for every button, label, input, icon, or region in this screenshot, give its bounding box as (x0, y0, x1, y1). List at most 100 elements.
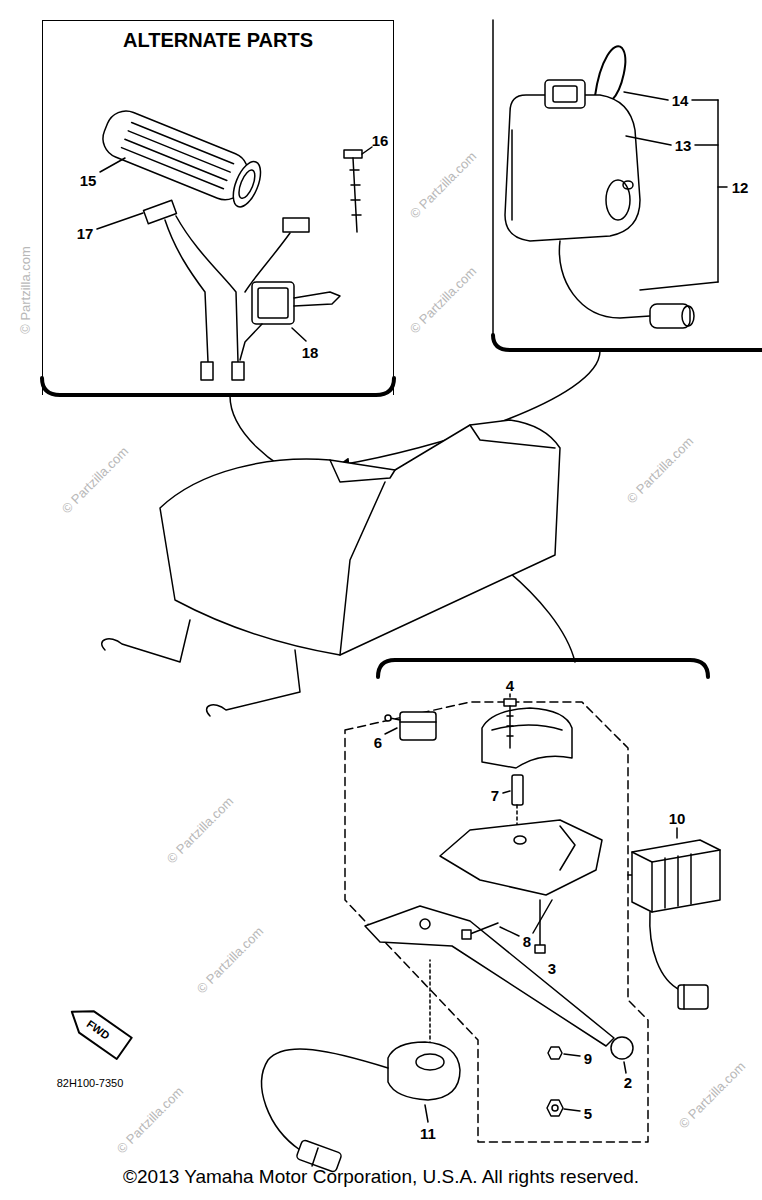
leader-line (100, 158, 125, 172)
bolt (344, 150, 362, 232)
callout-number: 3 (548, 961, 556, 976)
grip-switch (623, 181, 633, 189)
box-heading: ALTERNATE PARTS (43, 21, 393, 52)
leader-line (624, 92, 668, 100)
watermark: © Partzilla.com (624, 434, 695, 505)
electrical-unit (690, 854, 692, 904)
throttle-lever (611, 1037, 633, 1059)
electrical-unit (683, 985, 685, 1009)
leader-line (509, 694, 511, 697)
screw (504, 699, 516, 748)
callout-number: 18 (302, 345, 319, 360)
bolt (462, 930, 471, 939)
throttle-sensor (388, 1042, 460, 1100)
callout-number: 12 (732, 180, 749, 195)
electrical-unit (677, 856, 679, 906)
heated-grip (97, 105, 266, 211)
grip-switch (606, 180, 630, 220)
kill-switch (385, 712, 436, 740)
screw (507, 725, 513, 727)
throttle-lever (365, 906, 614, 1046)
group-outline (345, 702, 648, 1142)
leader-line (624, 1062, 626, 1073)
grip-switch (505, 95, 640, 241)
nut (547, 1100, 563, 1116)
snowmobile (340, 482, 385, 655)
leader-line (385, 728, 397, 734)
snowmobile (470, 425, 555, 448)
lever-cover (492, 725, 562, 730)
callout-number: 14 (672, 93, 689, 108)
leader-line (676, 828, 678, 838)
leader-line (97, 213, 143, 229)
heated-grip (228, 158, 266, 211)
alternate-parts-box: ALTERNATE PARTS (42, 20, 394, 395)
grip-switch (682, 306, 694, 326)
nut (552, 1105, 558, 1111)
switch (240, 282, 340, 360)
group-bracket (493, 20, 762, 350)
lever-holder (514, 836, 526, 844)
electrical-unit (632, 850, 720, 862)
heated-grip (128, 131, 230, 172)
watermark: © Partzilla.com (407, 149, 478, 220)
bolt (353, 158, 357, 232)
wire-harness (144, 200, 309, 380)
leader-line (362, 147, 372, 154)
heated-grip (236, 168, 258, 200)
watermark: © Partzilla.com (59, 444, 130, 515)
watermark: © Partzilla.com (19, 246, 32, 334)
kill-switch (400, 721, 436, 723)
kill-switch (385, 715, 391, 721)
lever-holder (440, 820, 602, 895)
group-bracket (42, 378, 394, 395)
leader-line (626, 136, 671, 145)
leader-line (695, 144, 718, 146)
callout-number: 16 (372, 133, 389, 148)
callout-number: 15 (80, 173, 97, 188)
screw (507, 735, 513, 737)
lever-cover (482, 708, 572, 768)
electrical-unit (632, 840, 720, 1009)
direction-arrow (64, 1001, 131, 1059)
heated-grip (121, 148, 223, 189)
group-bracket (42, 378, 394, 395)
grip-switch (553, 86, 577, 102)
collar (516, 805, 518, 825)
leader-line (533, 900, 552, 933)
switch (252, 282, 294, 324)
bolt (351, 184, 360, 186)
snowmobile (207, 650, 300, 716)
leader-line (503, 791, 510, 793)
leader-line (292, 328, 306, 341)
screw (539, 900, 541, 952)
snowmobile (160, 420, 560, 655)
callout-number: 4 (506, 678, 514, 693)
screw (507, 715, 513, 717)
callout-number: 7 (491, 788, 499, 803)
watermark: © Partzilla.com (114, 1084, 185, 1155)
copyright-notice: ©2013 Yamaha Motor Corporation, U.S.A. A… (123, 1167, 639, 1186)
watermark: © Partzilla.com (194, 924, 265, 995)
leader-line (500, 927, 519, 936)
kill-switch (400, 712, 436, 740)
bolt (350, 169, 359, 171)
snowmobile (330, 460, 395, 482)
collar (512, 775, 523, 825)
electrical-unit (651, 862, 653, 912)
grip-switch (595, 46, 625, 100)
group-bracket (493, 335, 762, 350)
leader-line (564, 1109, 580, 1111)
direction-arrow (64, 1001, 131, 1059)
wire-harness (232, 362, 244, 380)
switch (258, 288, 288, 318)
group-bracket (492, 20, 494, 338)
callout-number: 17 (77, 226, 94, 241)
screw (535, 945, 545, 953)
grip-switch (545, 80, 585, 108)
callout-number: 13 (675, 138, 692, 153)
callout-number: 9 (584, 1051, 592, 1066)
lever-holder (560, 826, 575, 870)
